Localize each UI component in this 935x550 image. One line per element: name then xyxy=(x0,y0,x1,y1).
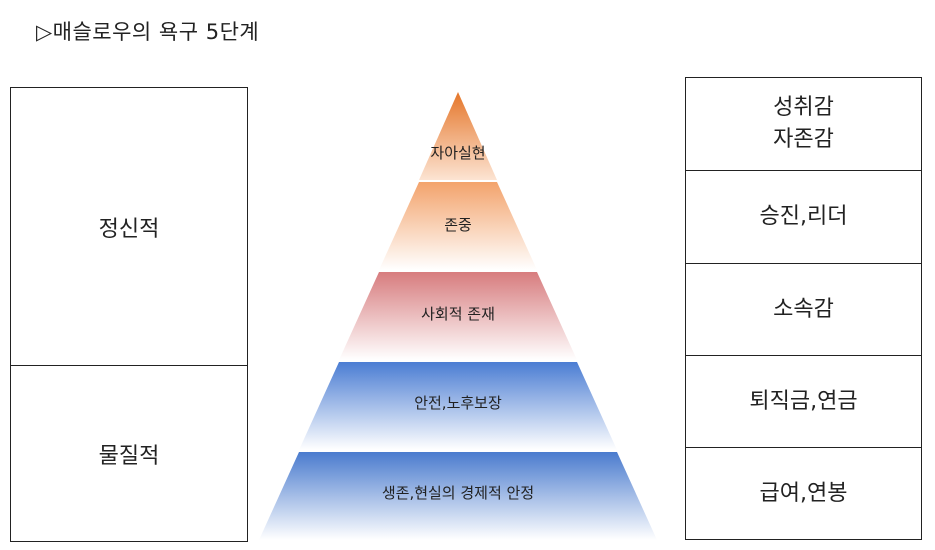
pyramid-tier-label: 존중 xyxy=(444,216,472,234)
left-category-material: 물질적 xyxy=(10,365,248,542)
right-item-belonging: 소속감 xyxy=(685,263,922,356)
pyramid-tier-esteem xyxy=(379,182,537,270)
pyramid-tier-label: 사회적 존재 xyxy=(421,305,495,323)
left-category-label: 정신적 xyxy=(98,216,160,242)
left-category-label: 물질적 xyxy=(98,443,160,469)
right-item-label: 승진,리더 xyxy=(759,204,848,229)
right-item-salary: 급여,연봉 xyxy=(685,447,922,540)
pyramid-tier-social xyxy=(339,272,577,360)
pyramid-tier-label: 생존,현실의 경제적 안정 xyxy=(382,484,534,502)
right-item-label: 소속감 xyxy=(773,296,834,322)
pyramid-tier-survival xyxy=(259,452,657,540)
right-item-label: 성취감 자존감 xyxy=(773,95,834,152)
right-item-label: 퇴직금,연금 xyxy=(749,388,858,414)
right-item-achievement: 성취감 자존감 xyxy=(685,77,922,171)
right-item-label: 급여,연봉 xyxy=(759,480,848,506)
right-item-promotion: 승진,리더 xyxy=(685,170,922,264)
page-title: ▷매슬로우의 욕구 5단계 xyxy=(36,20,260,44)
pyramid-tier-label: 자아실현 xyxy=(430,144,485,162)
pyramid-tier-safety xyxy=(299,362,617,450)
pyramid-tier-self-actualization xyxy=(419,92,497,180)
pyramid-tier-label: 안전,노후보장 xyxy=(414,394,502,412)
right-item-pension: 퇴직금,연금 xyxy=(685,355,922,448)
